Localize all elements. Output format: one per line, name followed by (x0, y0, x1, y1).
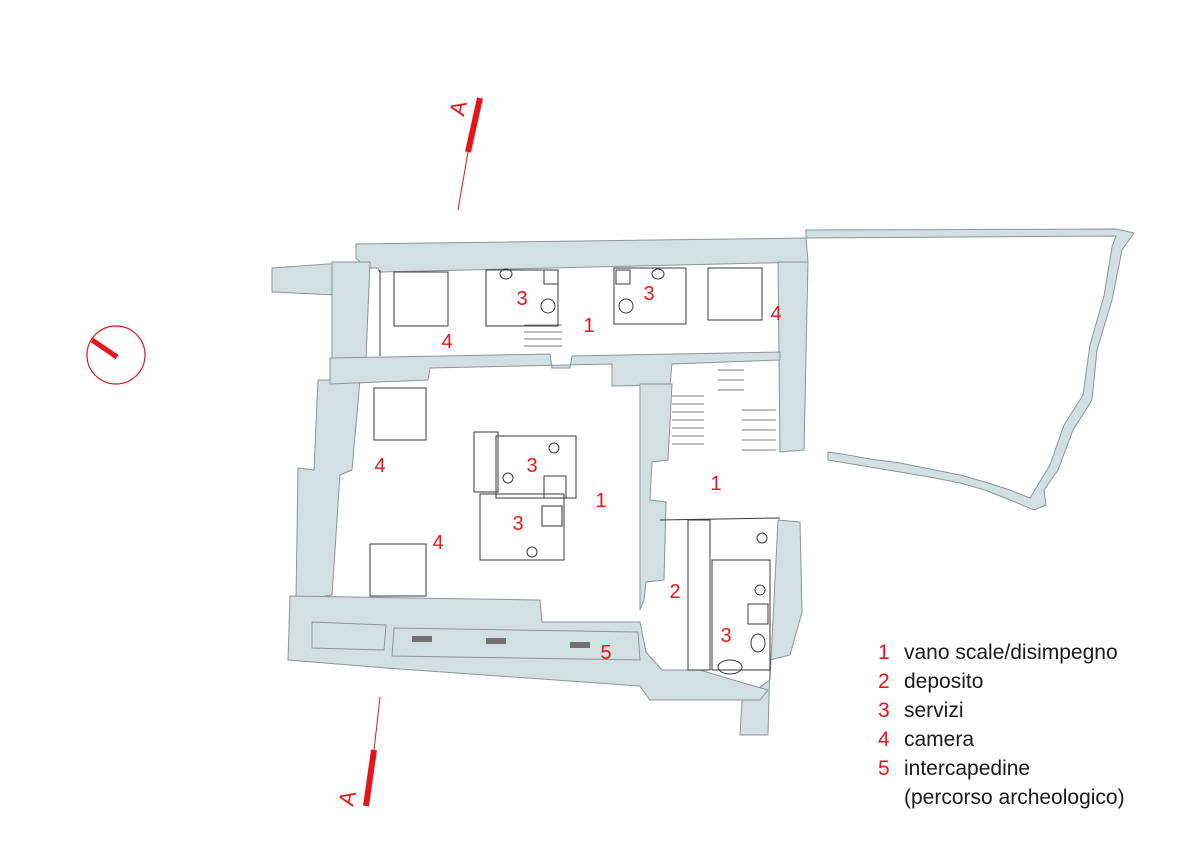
room-label: 4 (770, 303, 781, 325)
section-label-bottom: A (333, 788, 361, 808)
room-label: 3 (526, 455, 537, 477)
legend-row: 4 camera (878, 725, 1125, 754)
legend-number: 3 (878, 699, 890, 722)
legend: 1 vano scale/disimpegno 2 deposito 3 ser… (878, 638, 1125, 812)
legend-number: 1 (878, 641, 890, 664)
sanitary-fixtures (499, 268, 769, 675)
legend-label: deposito (904, 670, 984, 693)
interior-details (369, 267, 781, 675)
legend-row: 5 intercapedine (878, 754, 1125, 783)
section-line-bottom: A (333, 696, 381, 808)
legend-row: 1 vano scale/disimpegno (878, 638, 1125, 667)
legend-row: 3 servizi (878, 696, 1125, 725)
legend-label-continued: (percorso archeologico) (904, 786, 1125, 809)
legend-number: 5 (878, 757, 890, 780)
section-line-top: A (444, 97, 483, 211)
room-labels: 1 1 1 2 3 3 3 3 3 4 4 4 4 5 (374, 283, 781, 664)
room-label: 1 (710, 473, 721, 495)
room-label: 3 (516, 288, 527, 310)
building-walls (271, 237, 809, 736)
legend-label: camera (904, 728, 975, 751)
room-label: 4 (432, 532, 443, 554)
section-label-top: A (444, 98, 472, 118)
room-label: 3 (643, 283, 654, 305)
legend-label: servizi (904, 699, 964, 722)
bed-icons (369, 267, 763, 597)
room-label: 5 (600, 642, 611, 664)
archaeological-markers (412, 636, 590, 648)
legend-label: vano scale/disimpegno (904, 641, 1118, 664)
room-label: 4 (441, 331, 452, 353)
orientation-symbol (86, 325, 146, 385)
room-label: 3 (720, 625, 731, 647)
terrace-outline (805, 228, 1135, 511)
room-label: 3 (512, 513, 523, 535)
room-label: 1 (595, 490, 606, 512)
legend-number: 2 (878, 670, 890, 693)
legend-label: intercapedine (904, 757, 1031, 780)
room-label: 2 (669, 581, 680, 603)
room-label: 4 (374, 455, 385, 477)
room-label: 1 (583, 315, 594, 337)
legend-row: 2 deposito (878, 667, 1125, 696)
legend-number: 4 (878, 728, 890, 751)
legend-row: (percorso archeologico) (878, 783, 1125, 812)
